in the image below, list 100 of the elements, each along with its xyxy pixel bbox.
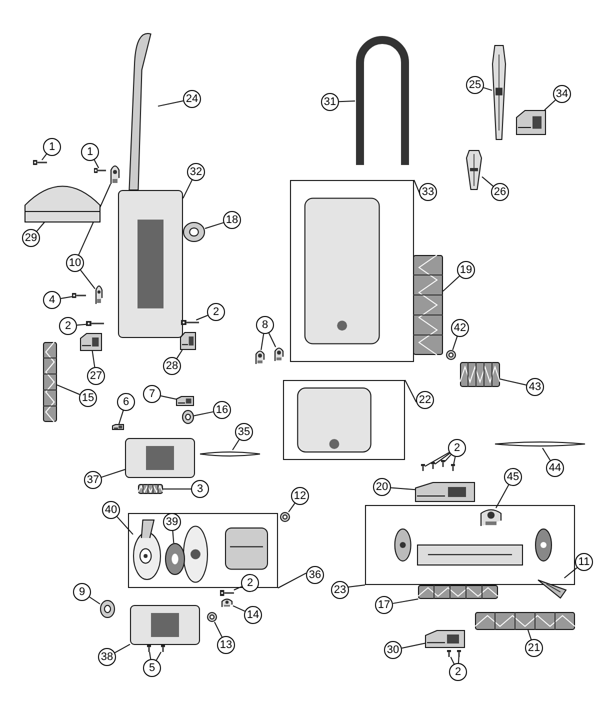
assembly-frame — [128, 513, 278, 588]
screw-drawing — [220, 590, 234, 596]
screw-drawing — [181, 320, 199, 325]
leader-line — [401, 642, 426, 649]
cord-drawing — [495, 440, 585, 448]
callout-number: 12 — [291, 487, 309, 505]
tube-drawing — [492, 45, 506, 140]
leader-line — [444, 454, 452, 462]
leader-line — [528, 630, 532, 640]
leader-line — [232, 439, 240, 450]
clip-drawing — [480, 508, 502, 526]
callout-number: 31 — [321, 93, 339, 111]
callout-number: 45 — [504, 468, 522, 486]
screw-drawing — [33, 160, 47, 165]
ring-drawing — [207, 612, 217, 622]
callout-number: 2 — [207, 303, 225, 321]
leader-line — [80, 270, 96, 290]
part-drawing — [176, 396, 194, 406]
leader-line — [172, 530, 174, 544]
callout-number: 34 — [553, 85, 571, 103]
leader-line — [233, 586, 242, 590]
leader-line — [78, 184, 111, 256]
callout-number: 17 — [375, 596, 393, 614]
callout-number: 32 — [187, 163, 205, 181]
callout-number: 30 — [384, 641, 402, 659]
leader-line — [424, 452, 450, 467]
leader-line — [452, 336, 458, 350]
callout-number: 37 — [84, 471, 102, 489]
callout-number: 1 — [43, 138, 61, 156]
screw-drawing — [147, 645, 151, 652]
leader-line — [89, 596, 100, 604]
strip-drawing — [43, 342, 57, 422]
callout-number: 35 — [235, 423, 253, 441]
callout-number: 4 — [43, 291, 61, 309]
screw-drawing — [72, 293, 86, 298]
leader-line — [60, 296, 72, 300]
callout-number: 2 — [241, 574, 259, 592]
leader-line — [542, 448, 551, 461]
callout-number: 22 — [416, 391, 434, 409]
callout-number: 16 — [213, 401, 231, 419]
callout-number: 14 — [244, 606, 262, 624]
callout-number: 19 — [457, 261, 475, 279]
screw-drawing — [451, 464, 455, 471]
callout-number: 2 — [59, 317, 77, 335]
screw-drawing — [161, 645, 165, 652]
leader-line — [442, 276, 460, 292]
housing-drawing — [118, 190, 183, 338]
callout-number: 15 — [79, 389, 97, 407]
leader-line — [268, 332, 276, 348]
callout-number: 8 — [256, 316, 274, 334]
callout-number: 18 — [223, 211, 241, 229]
filter-drawing — [460, 362, 500, 387]
callout-number: 2 — [448, 439, 466, 457]
part-drawing — [415, 482, 475, 502]
knob-drawing — [182, 410, 194, 424]
leader-line — [453, 456, 456, 464]
callout-number: 2 — [449, 663, 467, 681]
leader-line — [500, 378, 527, 386]
leader-line — [392, 598, 419, 604]
housing-drawing — [125, 438, 195, 478]
leader-line — [544, 100, 556, 110]
leader-line — [458, 656, 460, 664]
filter-drawing — [413, 255, 443, 355]
framed-part-drawing — [283, 380, 405, 460]
callout-number: 33 — [419, 183, 437, 201]
leader-line — [495, 484, 510, 508]
callout-number: 24 — [183, 90, 201, 108]
screw-drawing — [86, 321, 104, 326]
callout-number: 3 — [191, 480, 209, 498]
callout-number: 40 — [102, 501, 120, 519]
fan-cover-drawing — [133, 520, 161, 580]
part-drawing — [80, 333, 102, 351]
clip-drawing — [255, 350, 265, 364]
callout-number: 29 — [22, 229, 40, 247]
leader-line — [41, 154, 47, 160]
callout-number: 7 — [143, 385, 161, 403]
leader-line — [232, 605, 246, 612]
part-drawing — [112, 424, 124, 430]
part-drawing — [180, 332, 196, 350]
leader-line — [160, 395, 176, 400]
housing-drawing — [130, 605, 200, 645]
callout-number: 23 — [331, 581, 349, 599]
impeller-drawing — [165, 543, 185, 575]
ring-drawing — [100, 600, 115, 618]
leader-line — [158, 100, 184, 107]
framed-part-drawing — [290, 180, 414, 362]
callout-number: 36 — [306, 566, 324, 584]
tube-drawing — [466, 150, 482, 190]
leader-line — [176, 350, 183, 359]
leader-line — [114, 644, 130, 654]
leader-line — [196, 314, 208, 320]
leader-line — [404, 380, 417, 403]
filter-drawing — [138, 484, 163, 494]
callout-number: 28 — [163, 357, 181, 375]
callout-number: 21 — [525, 639, 543, 657]
knob-drawing — [446, 350, 456, 360]
callout-number: 9 — [73, 583, 91, 601]
callout-number: 38 — [98, 648, 116, 666]
callout-number: 20 — [373, 478, 391, 496]
screw-drawing — [447, 650, 451, 657]
